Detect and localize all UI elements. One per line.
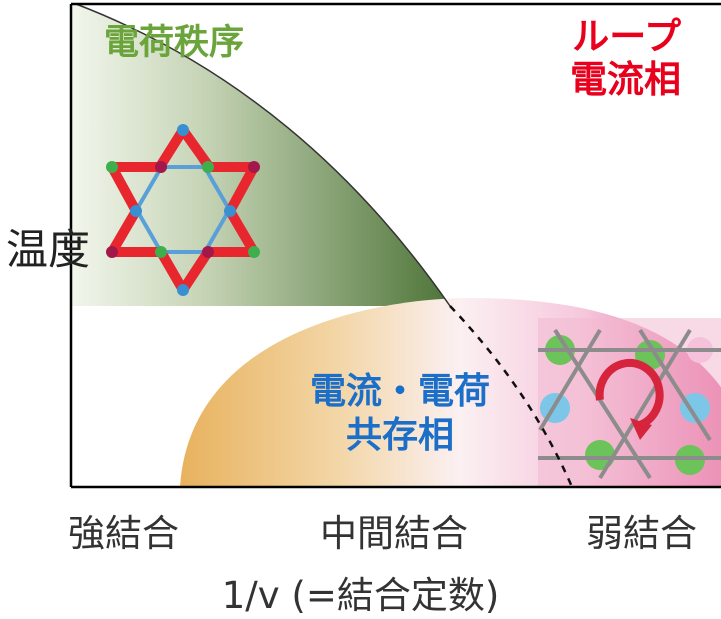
coexistence-label: 電流・電荷 共存相 [280, 370, 520, 458]
loop-current-label: ループ 電流相 [570, 15, 681, 101]
dashed-boundary [449, 305, 574, 488]
coexistence-label-line2: 共存相 [345, 414, 454, 456]
charge-order-lattice-inset [106, 124, 260, 296]
charge-order-region [71, 4, 450, 306]
x-tick-weak: 弱結合 [586, 512, 697, 555]
x-tick-strong: 強結合 [68, 512, 179, 555]
loop-current-label-line2: 電流相 [570, 57, 681, 101]
coexistence-label-line1: 電流・電荷 [309, 371, 490, 412]
x-tick-intermediate: 中間結合 [320, 512, 468, 555]
y-axis-label: 温度 [6, 225, 91, 274]
x-axis-label: 1/v (=結合定数) [221, 574, 500, 617]
charge-order-label: 電荷秩序 [104, 23, 245, 63]
loop-current-label-line1: ループ [572, 15, 681, 58]
charge-order-boundary [75, 3, 451, 307]
loop-current-lattice-inset [538, 318, 721, 486]
